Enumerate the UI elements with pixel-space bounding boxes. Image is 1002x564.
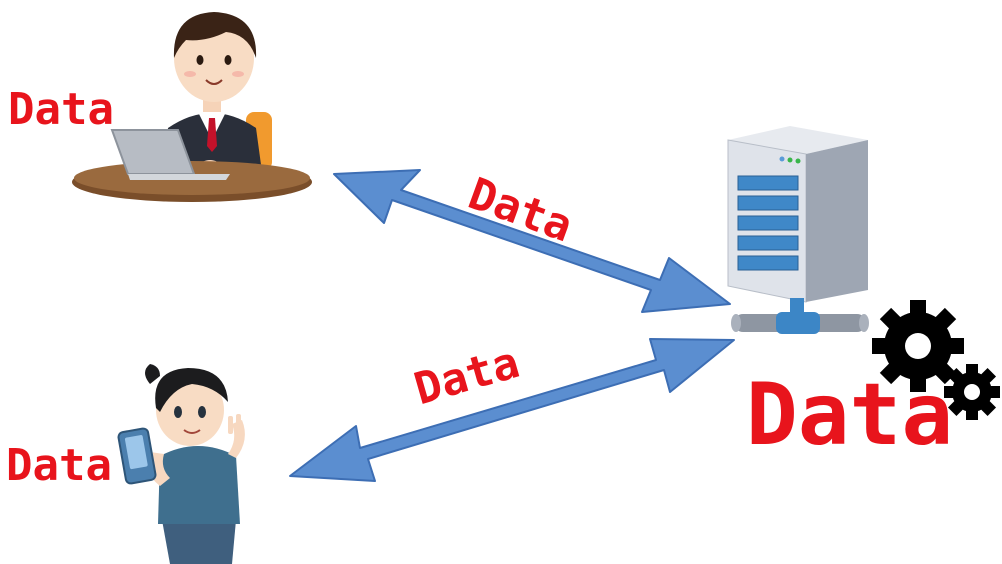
network-pipe-icon — [731, 298, 869, 334]
mobile-data-label: Data — [6, 440, 112, 491]
woman-with-phone-icon — [117, 364, 245, 564]
gear-icon — [872, 300, 1000, 420]
server-icon — [727, 126, 868, 303]
bottom-bidirectional-arrow — [289, 338, 735, 482]
server-data-label: Data — [746, 365, 954, 465]
user-data-label: Data — [8, 84, 114, 135]
top-bidirectional-arrow — [333, 169, 731, 313]
laptop-icon — [110, 129, 230, 180]
office-worker-icon — [162, 12, 272, 176]
